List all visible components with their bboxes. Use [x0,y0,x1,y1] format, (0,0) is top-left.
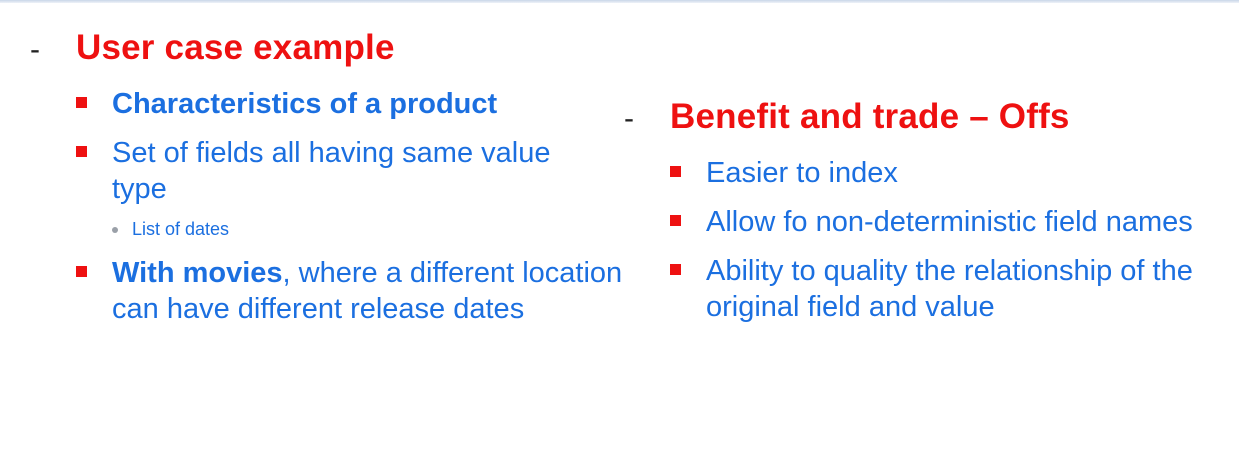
left-heading-dash: - [30,33,40,66]
square-bullet-icon [76,97,87,108]
list-item: Allow fo non-deterministic field names [670,204,1226,240]
list-item-text: Allow fo non-deterministic field names [706,206,1193,238]
list-item-text: Characteristics of a product [112,88,498,120]
square-bullet-icon [76,146,87,157]
list-item-text: , where a different location can have di… [112,257,623,325]
square-bullet-icon [670,215,681,226]
right-heading-dash: - [624,102,634,135]
list-item: Ability to quality the relationship of t… [670,253,1226,325]
list-item-text: Ability to quality the relationship of t… [706,255,1193,323]
square-bullet-icon [670,264,681,275]
sub-list-item-text: List of dates [132,219,230,239]
left-heading-row: - User case example [30,28,395,68]
list-item: Set of fields all having same value type [76,135,582,207]
right-heading-row: - Benefit and trade – Offs [624,97,1070,137]
left-bullet-list: Characteristics of a product Set of fiel… [76,86,622,340]
list-item: With movies, where a different location … [76,255,632,327]
top-rule [0,0,1239,3]
list-item-text: Easier to index [706,157,898,189]
square-bullet-icon [670,166,681,177]
square-bullet-icon [76,266,87,277]
list-item: Characteristics of a product [76,86,616,122]
list-item-text: Set of fields all having same value type [112,137,551,205]
left-heading: User case example [76,28,395,67]
list-item-bold-text: With movies [112,257,283,289]
right-bullet-list: Easier to index Allow fo non-determinist… [670,155,1210,338]
sub-list-item: List of dates [76,217,616,241]
dot-bullet-icon [112,227,118,233]
list-item: Easier to index [670,155,1210,191]
right-heading: Benefit and trade – Offs [670,97,1070,136]
